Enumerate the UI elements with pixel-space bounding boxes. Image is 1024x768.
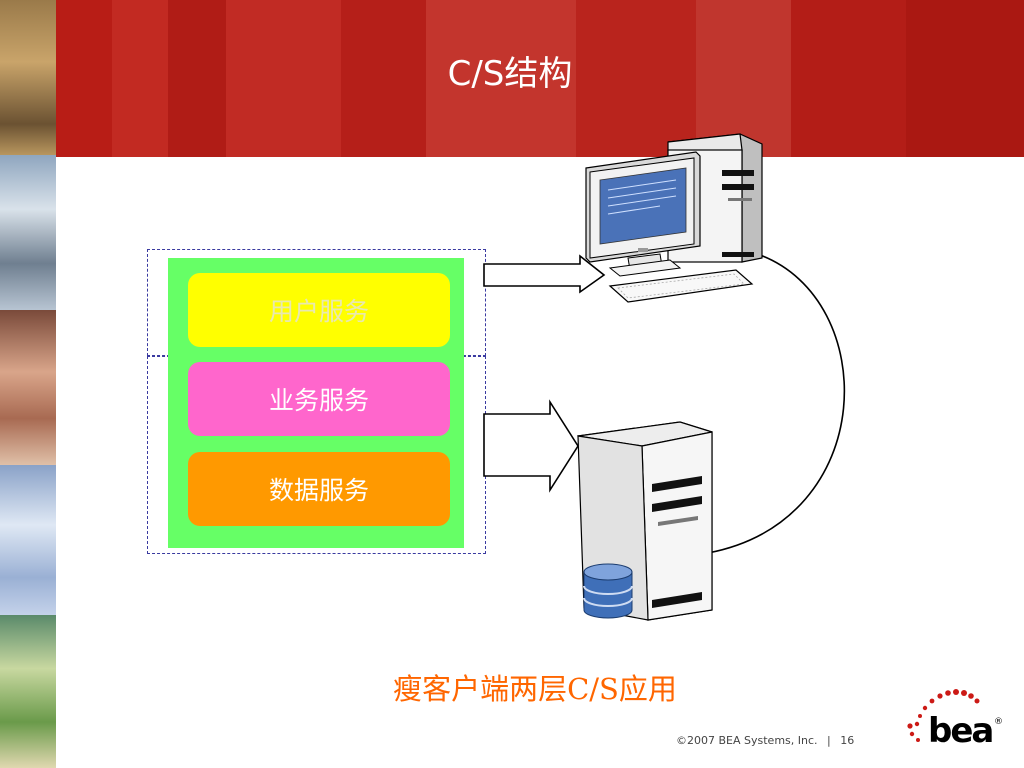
footer: ©2007 BEA Systems, Inc. | 16 xyxy=(676,734,860,747)
slide-title: C/S结构 xyxy=(447,54,573,94)
database-icon xyxy=(583,563,633,619)
bea-logo-icon: bea ® xyxy=(907,689,1003,750)
arrow-right-icon xyxy=(483,399,579,493)
library-photo xyxy=(0,0,56,155)
header-band xyxy=(56,0,1024,157)
tech-photo xyxy=(0,155,56,310)
footer-separator: | xyxy=(827,734,831,747)
side-photo-strip xyxy=(0,0,56,768)
diagram-caption: 瘦客户端两层C/S应用 xyxy=(393,672,677,706)
page-number: 16 xyxy=(840,734,855,747)
connection-line xyxy=(707,254,845,554)
business-services-layer: 业务服务 xyxy=(188,362,450,436)
svg-text:®: ® xyxy=(994,717,1003,727)
lab-photo xyxy=(0,615,56,768)
copyright-text: ©2007 BEA Systems, Inc. xyxy=(676,734,818,747)
desktop-computer-icon xyxy=(585,133,763,303)
user-services-layer: 用户服务 xyxy=(188,273,450,347)
keypad-photo xyxy=(0,310,56,465)
bea-logo-text: bea xyxy=(928,711,992,750)
office-photo xyxy=(0,465,56,615)
arrow-right-icon xyxy=(483,254,606,294)
data-services-layer: 数据服务 xyxy=(188,452,450,526)
